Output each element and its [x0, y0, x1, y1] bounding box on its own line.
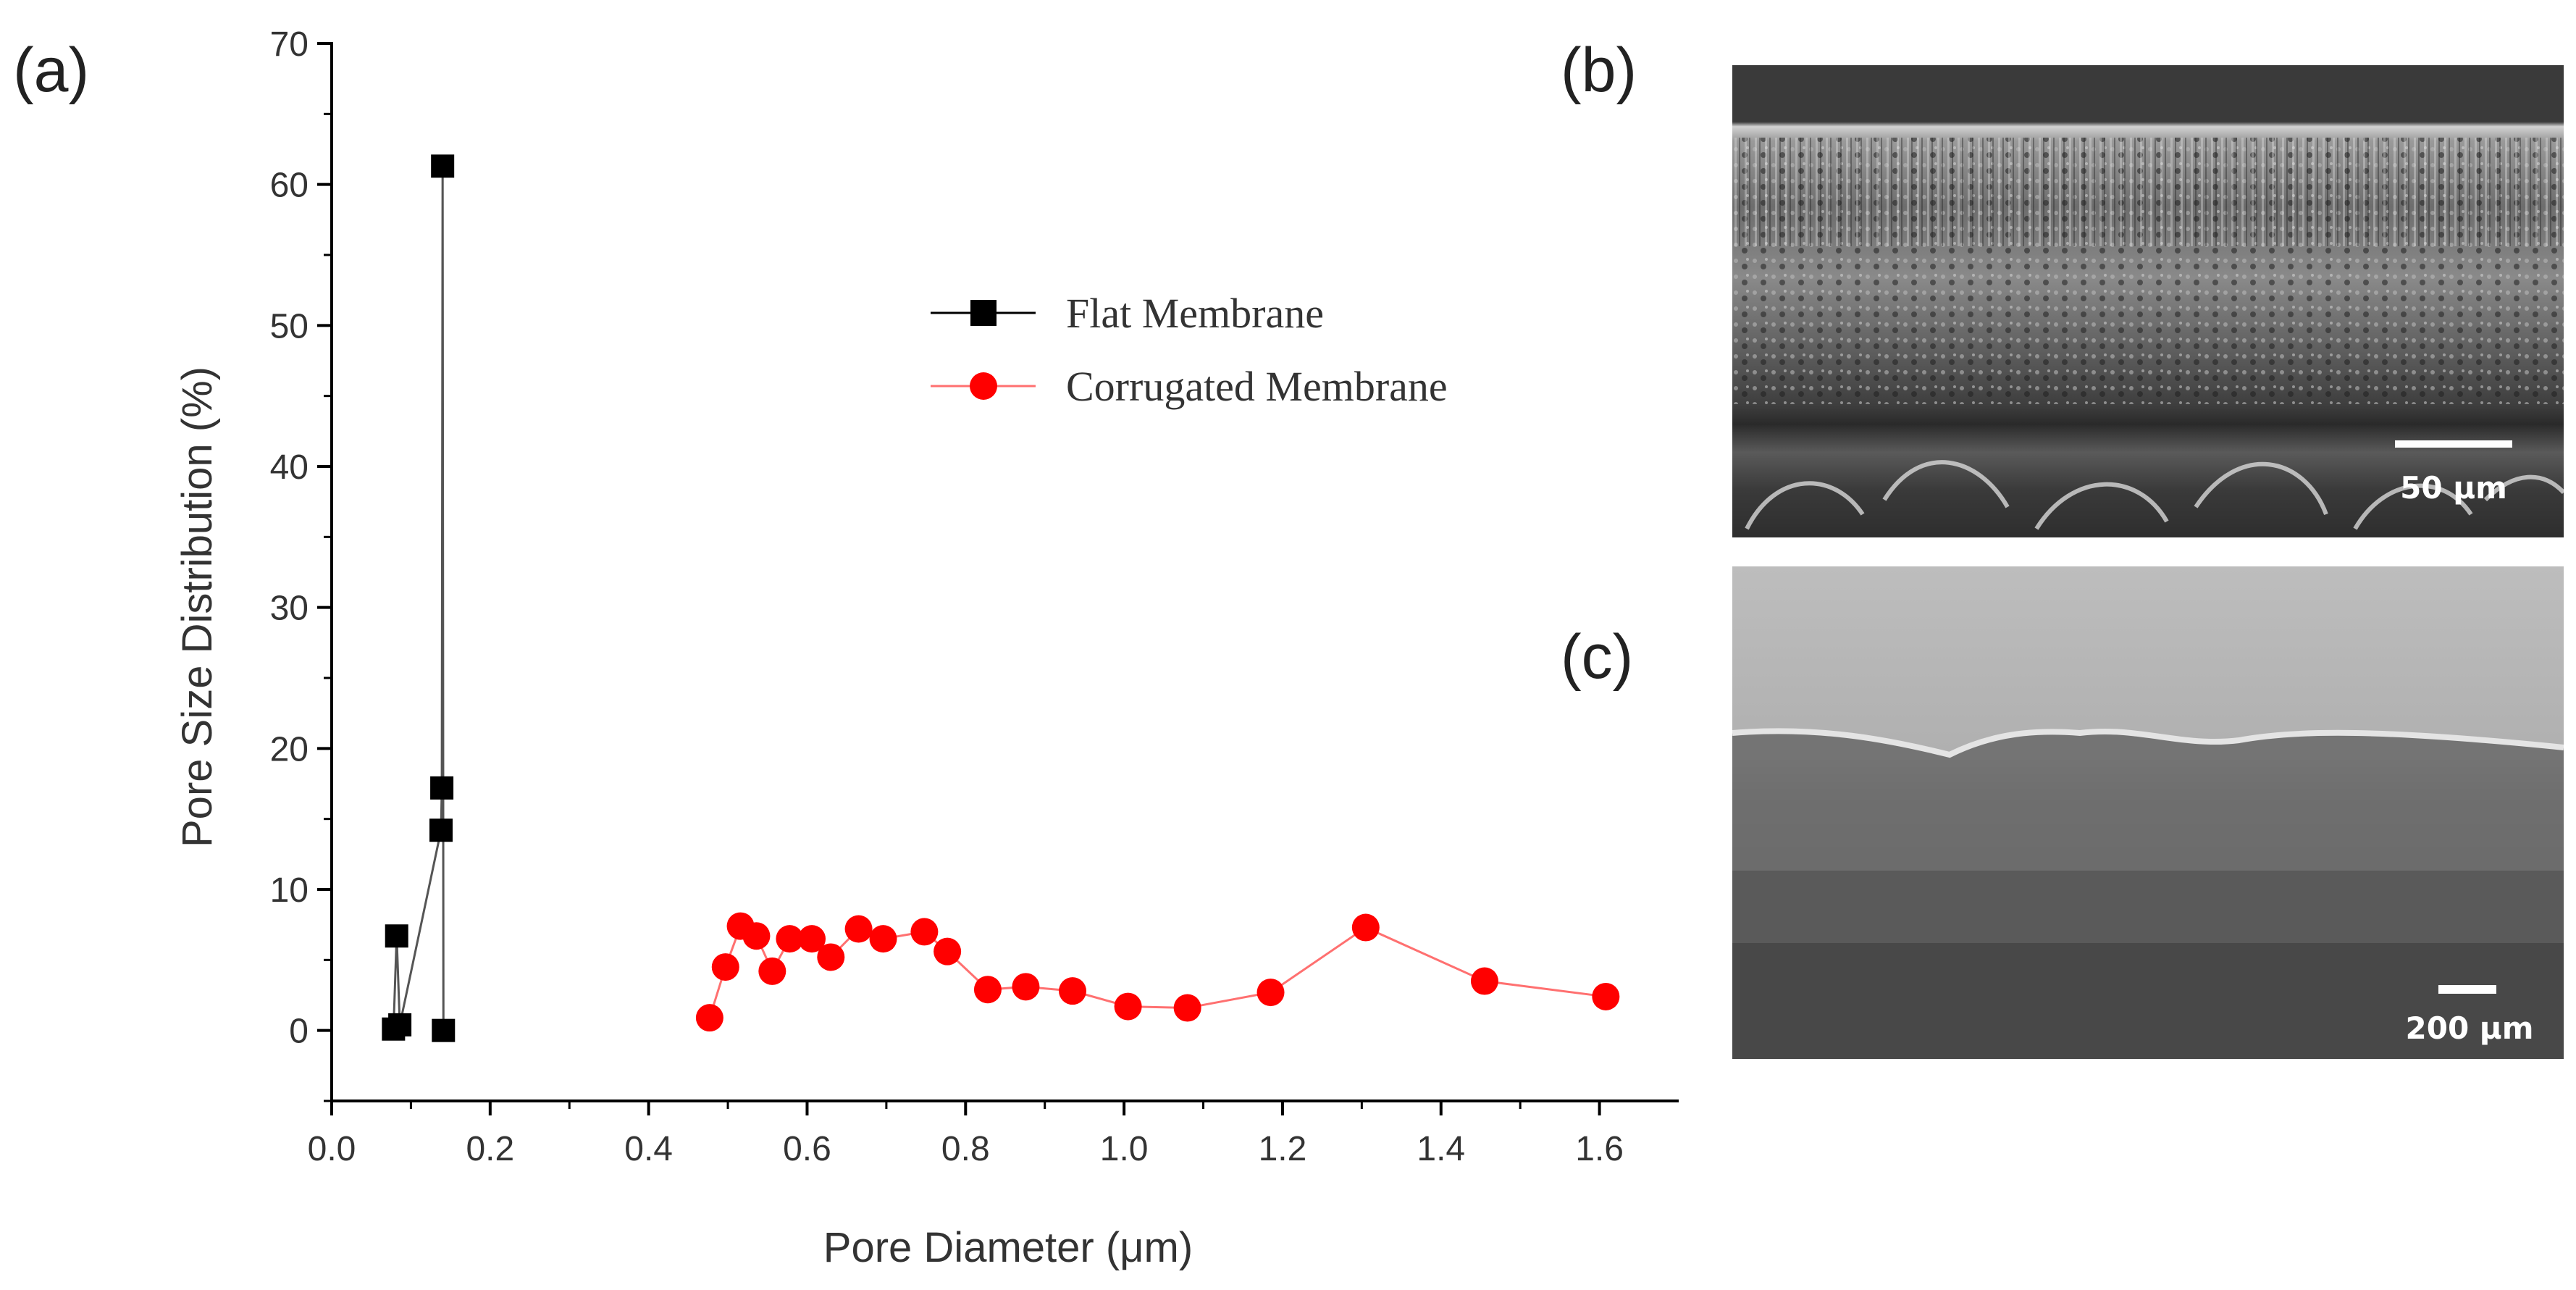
data-point-flat — [429, 818, 453, 842]
scale-label-b: 50 μm — [2400, 470, 2507, 506]
data-point-flat — [432, 1018, 456, 1042]
data-point-corrugated — [844, 915, 873, 943]
x-tick-label: 1.4 — [1417, 1130, 1465, 1168]
y-tick-label: 70 — [270, 25, 309, 64]
legend-marker-corrugated — [970, 372, 997, 400]
x-tick-label: 1.2 — [1259, 1130, 1307, 1168]
data-point-corrugated — [934, 937, 962, 966]
legend-marker-flat — [970, 300, 997, 326]
data-point-flat — [388, 1013, 412, 1036]
support-fibers — [1745, 460, 2564, 530]
data-point-corrugated — [973, 976, 1002, 1004]
x-axis-label: Pore Diameter (μm) — [823, 1224, 1193, 1271]
x-tick-label: 0.4 — [624, 1130, 673, 1168]
y-tick-label: 40 — [270, 448, 309, 487]
x-ticks: 0.0 0.2 0.4 0.6 0.8 1.0 1.2 1.4 1.6 — [308, 1101, 1624, 1168]
skin-streaks — [1732, 138, 2564, 246]
data-point-corrugated — [869, 925, 897, 953]
micrograph-c: 200 μm — [1732, 566, 2564, 1059]
legend-label-corrugated: Corrugated Membrane — [1066, 363, 1448, 410]
x-tick-label: 0.2 — [466, 1130, 514, 1168]
data-point-flat — [430, 776, 454, 800]
panel-label-b: (b) — [1561, 35, 1637, 105]
data-point-corrugated — [1470, 967, 1498, 995]
series-line-corrugated — [708, 924, 1606, 1018]
x-tick-label: 1.0 — [1100, 1130, 1149, 1168]
data-point-corrugated — [742, 922, 771, 950]
scale-label-c: 200 μm — [2406, 1010, 2534, 1046]
data-point-corrugated — [1059, 977, 1086, 1005]
data-point-corrugated — [1592, 982, 1620, 1010]
surface-highlight — [1732, 728, 2564, 758]
panel-label-a: (a) — [13, 35, 90, 105]
series-layer — [382, 154, 1620, 1042]
data-point-corrugated — [711, 953, 739, 981]
y-tick-label: 20 — [270, 730, 309, 768]
x-tick-label: 1.6 — [1575, 1130, 1624, 1168]
data-point-flat — [431, 154, 455, 178]
data-point-corrugated — [1114, 992, 1142, 1021]
data-point-corrugated — [1351, 913, 1380, 942]
data-point-corrugated — [910, 918, 939, 946]
micrograph-b: 50 μm — [1732, 65, 2564, 537]
panel-label-c: (c) — [1561, 622, 1634, 692]
y-tick-label: 0 — [289, 1013, 309, 1051]
legend-label-flat: Flat Membrane — [1066, 290, 1324, 337]
y-tick-label: 60 — [270, 167, 309, 205]
data-point-corrugated — [1256, 979, 1285, 1007]
y-tick-label: 30 — [270, 590, 309, 628]
data-point-corrugated — [1012, 973, 1040, 1001]
y-tick-label: 50 — [270, 307, 309, 345]
pore-size-chart: 0.0 0.2 0.4 0.6 0.8 1.0 1.2 1.4 1.6 0 10 20 30 40 50 6… — [174, 25, 1679, 1271]
y-tick-label: 10 — [270, 871, 309, 910]
data-point-flat — [385, 924, 408, 948]
series-line-flat — [392, 166, 445, 1031]
x-tick-label: 0.0 — [308, 1130, 356, 1168]
y-axis-label: Pore Size Distribution (%) — [174, 367, 221, 847]
chart-axes — [330, 42, 1679, 1102]
data-point-corrugated — [758, 957, 786, 985]
y-ticks: 0 10 20 30 40 50 60 70 — [270, 25, 332, 1102]
data-point-corrugated — [695, 1004, 723, 1032]
scale-bar-b — [2395, 440, 2512, 448]
data-point-corrugated — [1173, 994, 1201, 1022]
corrugated-surface — [1732, 731, 2564, 871]
data-point-corrugated — [817, 943, 845, 971]
data-point-corrugated — [776, 925, 804, 953]
x-tick-label: 0.6 — [783, 1130, 831, 1168]
x-tick-label: 0.8 — [941, 1130, 990, 1168]
data-point-corrugated — [798, 925, 826, 953]
scale-bar-c — [2438, 985, 2496, 994]
legend: Flat Membrane Corrugated Membrane — [931, 290, 1448, 410]
support-layer — [1732, 943, 2564, 1059]
active-layer — [1732, 871, 2564, 943]
